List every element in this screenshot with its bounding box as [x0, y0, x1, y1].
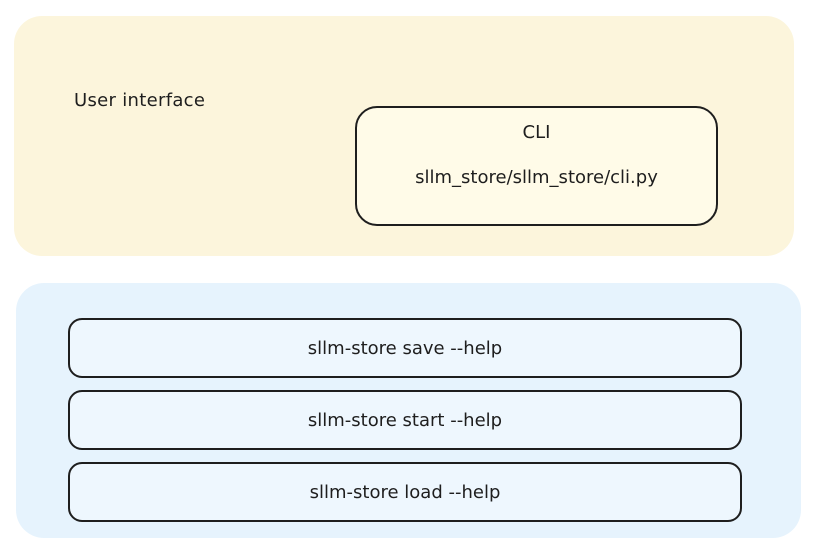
command-start-box: sllm-store start --help [68, 390, 742, 450]
cli-title: CLI [522, 122, 551, 143]
cli-path: sllm_store/sllm_store/cli.py [415, 167, 658, 188]
command-load-box: sllm-store load --help [68, 462, 742, 522]
cli-box: CLI sllm_store/sllm_store/cli.py [355, 106, 718, 226]
command-save-box: sllm-store save --help [68, 318, 742, 378]
user-interface-label: User interface [74, 90, 206, 111]
